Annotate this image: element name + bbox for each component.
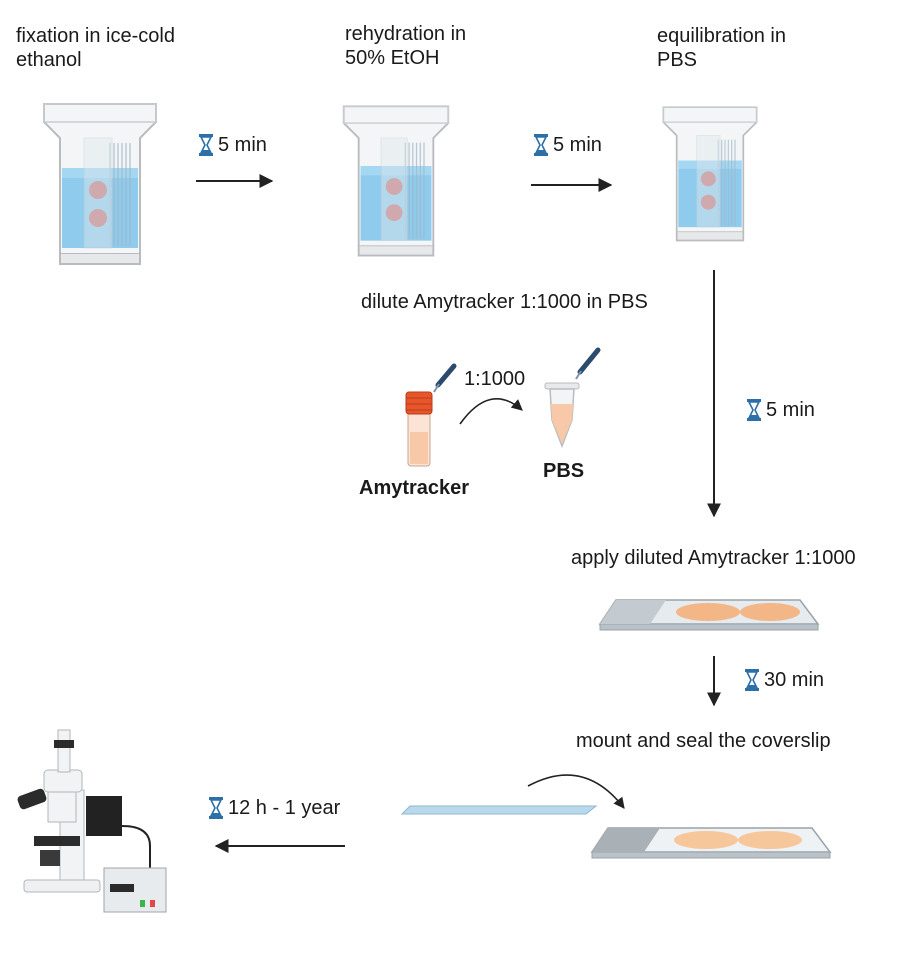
mounted-slide bbox=[590, 827, 832, 859]
hourglass-icon bbox=[534, 134, 548, 156]
label-mount: mount and seal the coverslip bbox=[576, 730, 831, 752]
label-rehydration-line1: rehydration in bbox=[345, 23, 467, 45]
label-dilute: dilute Amytracker 1:1000 in PBS bbox=[361, 291, 648, 313]
coverslip bbox=[400, 805, 598, 815]
label-rehydration-line2: 50% EtOH bbox=[345, 47, 440, 69]
amytracker-vial bbox=[405, 363, 457, 467]
timer-2: 5 min bbox=[533, 133, 602, 157]
jar-pbs bbox=[662, 106, 758, 242]
hourglass-icon bbox=[199, 134, 213, 156]
timer-1-text: 5 min bbox=[218, 134, 267, 156]
label-amytracker: Amytracker bbox=[359, 477, 470, 499]
label-fixation-line2: ethanol bbox=[16, 49, 82, 71]
microscope bbox=[17, 729, 167, 913]
timer-5: 12 h - 1 year bbox=[208, 796, 340, 820]
hourglass-icon bbox=[209, 797, 223, 819]
timer-3: 5 min bbox=[746, 398, 815, 422]
timer-5-text: 12 h - 1 year bbox=[228, 797, 341, 819]
jar-etoh bbox=[342, 105, 450, 257]
hourglass-icon bbox=[745, 669, 759, 691]
jar-ethanol bbox=[42, 102, 158, 266]
timer-3-text: 5 min bbox=[766, 399, 815, 421]
label-equilibration-line1: equilibration in bbox=[657, 25, 786, 47]
timer-2-text: 5 min bbox=[553, 134, 602, 156]
hourglass-icon bbox=[747, 399, 761, 421]
mount-arrow bbox=[527, 774, 625, 809]
timer-4: 30 min bbox=[744, 668, 824, 692]
stained-slide bbox=[598, 599, 820, 631]
transfer-arrow bbox=[459, 398, 523, 425]
timer-1: 5 min bbox=[198, 133, 267, 157]
label-equilibration-line2: PBS bbox=[657, 49, 698, 71]
pbs-tube bbox=[544, 347, 601, 449]
label-pbs: PBS bbox=[543, 460, 585, 482]
label-ratio: 1:1000 bbox=[464, 368, 526, 390]
label-fixation-line1: fixation in ice-cold bbox=[16, 25, 175, 47]
label-apply: apply diluted Amytracker 1:1000 bbox=[571, 547, 856, 569]
timer-4-text: 30 min bbox=[764, 669, 825, 691]
